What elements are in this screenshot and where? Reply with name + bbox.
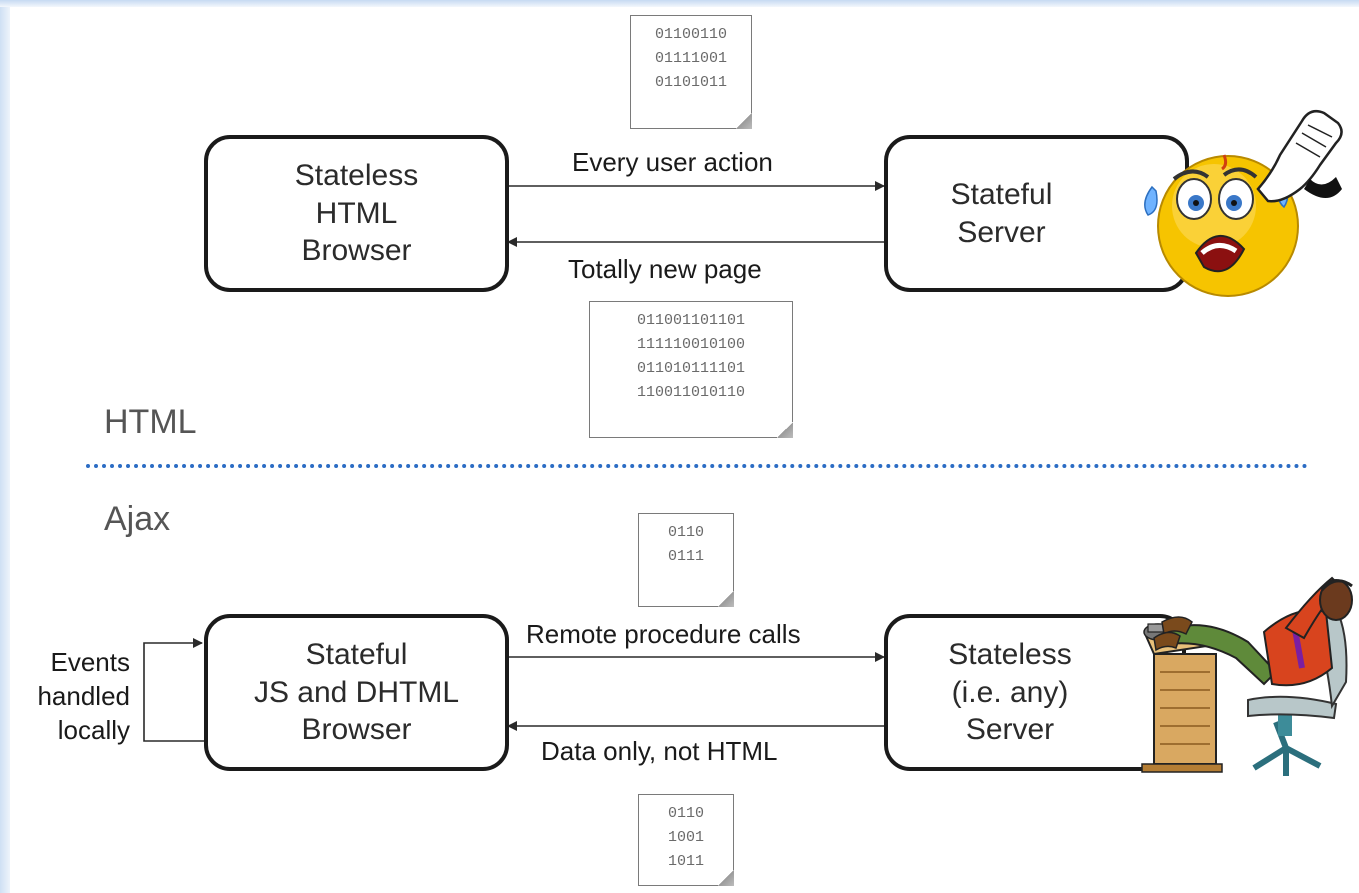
top-edge-decoration (0, 0, 1359, 7)
ajax-response-document: 0110 1001 1011 (638, 794, 735, 887)
totally-new-page-label: Totally new page (568, 254, 762, 284)
ajax-request-document: 0110 0111 (638, 513, 735, 608)
remote-procedure-calls-label: Remote procedure calls (526, 619, 801, 649)
stateless-server-box: Stateless (i.e. any) Server (884, 614, 1186, 771)
local-events-loop-arrow (143, 638, 204, 742)
stateful-server-box: Stateful Server (884, 135, 1189, 292)
every-user-action-label: Every user action (572, 147, 773, 177)
stateful-js-dhtml-browser-box: Stateful JS and DHTML Browser (204, 614, 509, 771)
stressed-face-icon (1144, 110, 1343, 297)
html-response-document: 011001101101 111110010100 011010111101 1… (589, 301, 794, 439)
ajax-section-label: Ajax (104, 500, 171, 538)
data-only-not-html-label: Data only, not HTML (541, 736, 778, 766)
stateless-html-browser-box: Stateless HTML Browser (204, 135, 509, 292)
relaxed-man-at-desk-icon (1141, 576, 1353, 776)
html-section-label: HTML (104, 403, 197, 441)
left-edge-decoration (0, 0, 10, 893)
events-handled-locally-label: Events handled locally (37, 647, 130, 745)
section-divider (86, 464, 1308, 468)
html-request-document: 01100110 01111001 01101011 (630, 15, 753, 130)
